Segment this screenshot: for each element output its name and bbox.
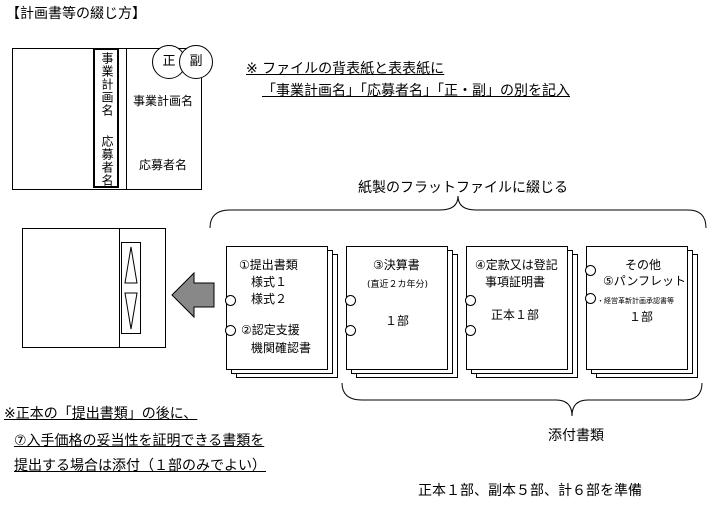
punch-hole	[225, 325, 236, 336]
punch-hole	[585, 293, 596, 304]
doc1-line1: ①提出書類	[239, 258, 298, 272]
cover-project-name: 事業計画名	[133, 94, 194, 108]
file-clip-bar	[121, 242, 141, 334]
file-clip-icon	[124, 246, 138, 330]
doc2-line3: １部	[385, 314, 410, 328]
arrow-left-icon	[171, 271, 215, 319]
page-title: 【計画書等の綴じ方】	[6, 6, 146, 22]
file-fold-line	[119, 229, 120, 347]
note-bottom-line2: ⑦入手価格の妥当性を証明できる書類を	[14, 433, 265, 449]
doc1-line2: 様式１	[251, 275, 288, 289]
spine-applicant: 応募者名	[100, 135, 114, 187]
spine-label-box	[93, 48, 119, 188]
doc1-line3: 様式２	[251, 292, 288, 306]
badge-secondary: 副	[179, 45, 213, 79]
doc4-line3: ・経営革新計画承認書等	[597, 297, 674, 305]
spine-divider	[126, 49, 127, 189]
punch-hole	[345, 295, 356, 306]
doc3-line3: 正本１部	[491, 308, 540, 322]
top-brace	[209, 195, 707, 229]
note-bottom-line1: ※正本の「提出書類」の後に、	[4, 406, 198, 422]
doc4-line1: その他	[625, 258, 662, 272]
doc-stack-2: ③決算書 (直近２カ年分) １部	[345, 246, 448, 370]
doc2-line2: (直近２カ年分)	[367, 280, 429, 290]
cover-applicant: 応募者名	[139, 158, 188, 172]
flat-file-open	[22, 228, 166, 348]
spine-project-name: 事業計画名	[100, 52, 114, 117]
doc-stack-3: ④定款又は登記 事項証明書 正本１部	[465, 246, 568, 370]
doc4-line2: ⑤パンフレット	[603, 274, 686, 288]
punch-hole	[465, 325, 476, 336]
doc3-line2: 事項証明書	[485, 275, 546, 289]
doc-stack-4: その他 ⑤パンフレット ・経営革新計画承認書等 １部	[585, 246, 688, 370]
attachments-label: 添付書類	[548, 428, 604, 444]
note-top-line2: 「事業計画名」「応募者名」「正・副」の別を記入	[262, 83, 570, 99]
punch-hole	[345, 325, 356, 336]
note-top-line1: ※ ファイルの背表紙と表表紙に	[246, 61, 445, 77]
punch-hole	[585, 265, 596, 276]
punch-hole	[465, 295, 476, 306]
file-heading: 紙製のフラットファイルに綴じる	[358, 180, 568, 196]
doc3-line1: ④定款又は登記	[475, 258, 558, 272]
badge-primary-label: 正	[162, 54, 176, 69]
doc1-line4: ②認定支援	[241, 323, 300, 337]
doc4-line4: １部	[629, 310, 654, 324]
note-bottom-line3: 提出する場合は添付（１部のみでよい）	[14, 458, 266, 474]
doc2-line1: ③決算書	[373, 258, 420, 272]
badge-secondary-label: 副	[189, 54, 203, 69]
punch-hole	[225, 295, 236, 306]
doc1-line5: 機関確認書	[251, 341, 312, 355]
file-cover-illustration: 事業計画名 応募者名 事業計画名 応募者名	[12, 48, 202, 190]
summary-text: 正本１部、副本５部、計６部を準備	[418, 483, 642, 499]
bottom-brace	[341, 382, 703, 417]
doc-stack-1: ①提出書類 様式１ 様式２ ②認定支援 機関確認書	[225, 246, 328, 370]
